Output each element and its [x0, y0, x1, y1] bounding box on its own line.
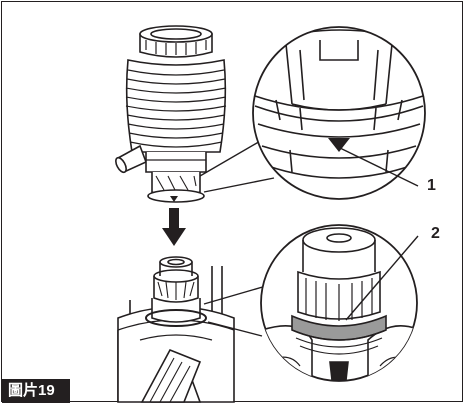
callout-number-1: 1: [427, 177, 436, 194]
router-base-machine: [117, 256, 235, 403]
magnified-detail-top: [252, 26, 426, 200]
magnifier-leader-lines-top: [199, 139, 275, 193]
triangle-mark-icon: [170, 196, 178, 202]
arrow-down-icon: [162, 208, 186, 246]
figure-label: 圖片19: [2, 379, 70, 403]
callout-number-2: 2: [431, 225, 440, 242]
magnifier-leader-lines-bottom: [203, 285, 267, 337]
alignment-triangle-mark-icon: [328, 138, 350, 152]
bellows-attachment: [115, 25, 227, 203]
magnified-detail-bottom: [260, 224, 418, 382]
callout-2-leader: [345, 235, 419, 321]
callout-1-leader: [339, 147, 419, 187]
